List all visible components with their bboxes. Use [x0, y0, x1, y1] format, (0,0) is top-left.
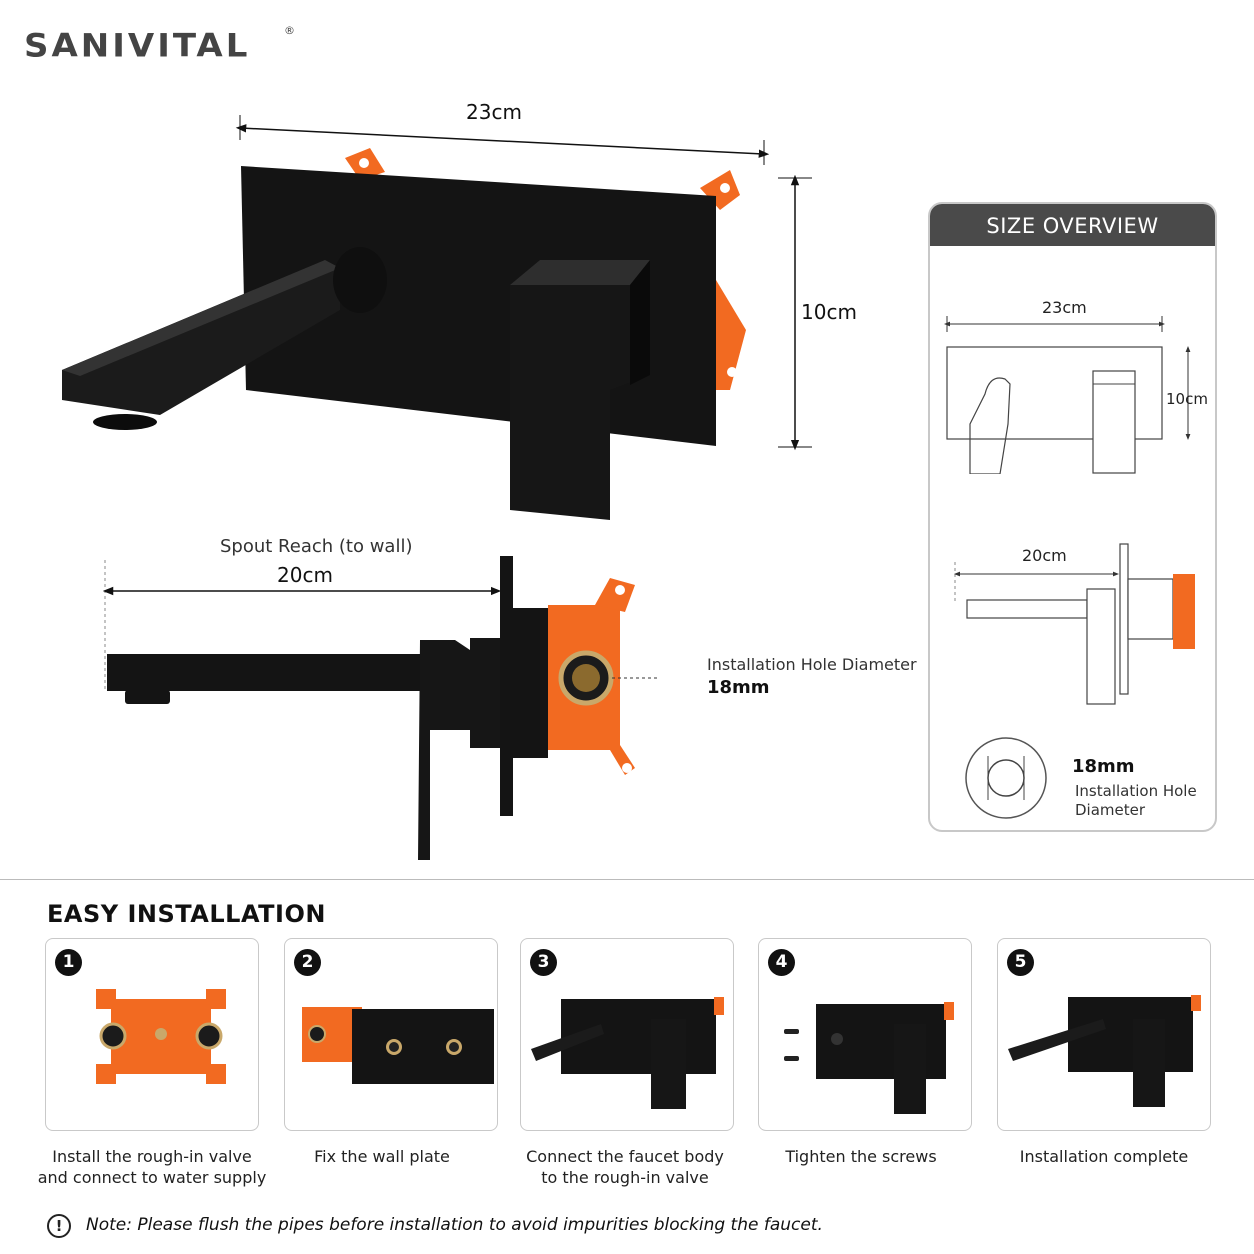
overview-reach-label: 20cm [1022, 546, 1067, 565]
width-dimension-label: 23cm [466, 100, 522, 124]
step-number-5: 5 [1007, 949, 1034, 976]
wall-plate-image [302, 1007, 494, 1084]
overview-hole-value: 18mm [1072, 756, 1135, 777]
step-number-3: 3 [530, 949, 557, 976]
spout-reach-title: Spout Reach (to wall) [220, 536, 413, 557]
rough-in-valve-image [96, 989, 226, 1084]
front-view-illustration [62, 115, 812, 520]
step-card-1: 1 [45, 938, 259, 1131]
lever-handle [510, 260, 650, 520]
step-caption-2: Fix the wall plate [314, 1147, 450, 1166]
side-view-illustration [102, 556, 660, 860]
step-number-4: 4 [768, 949, 795, 976]
faucet-body-image [531, 997, 724, 1109]
overview-height-label: 10cm [1166, 390, 1208, 408]
hole-diameter-value: 18mm [707, 677, 770, 698]
installation-complete-image [1008, 995, 1201, 1107]
hole-diameter-icon [965, 737, 1047, 819]
size-overview-title: SIZE OVERVIEW [930, 204, 1215, 246]
step-card-4: 4 [758, 938, 972, 1131]
width-dimension-line [235, 124, 770, 158]
rough-in-body [513, 608, 548, 758]
step-number-1: 1 [55, 949, 82, 976]
overview-hole-line1: Installation Hole [1075, 782, 1197, 800]
spout [62, 260, 340, 415]
spout-reach-value: 20cm [277, 563, 333, 587]
registered-mark: ® [284, 24, 295, 37]
side-wall-plate [500, 556, 513, 816]
installation-note: Note: Please flush the pipes before inst… [86, 1215, 823, 1235]
section-divider [0, 879, 1254, 880]
step-caption-4: Tighten the screws [785, 1147, 937, 1166]
overview-width-label: 23cm [1042, 298, 1087, 317]
step-caption-3: Connect the faucet body to the rough-in … [526, 1147, 724, 1187]
step-card-3: 3 [520, 938, 734, 1131]
step-caption-1: Install the rough-in valve and connect t… [37, 1147, 267, 1187]
hole-diameter-label: Installation Hole Diameter [707, 655, 917, 674]
step-number-2: 2 [294, 949, 321, 976]
overview-hole-line2: Diameter [1075, 801, 1146, 819]
exclamation-icon: ! [47, 1214, 71, 1238]
step-card-5: 5 [997, 938, 1211, 1131]
size-overview-panel: SIZE OVERVIEW 23cm 10cm 20cm [928, 202, 1217, 832]
screws-image [784, 1002, 954, 1114]
installation-title: EASY INSTALLATION [47, 900, 326, 928]
step-card-2: 2 [284, 938, 498, 1131]
brand-logo: SANIVITAL [24, 27, 251, 65]
step-caption-5: Installation complete [1019, 1147, 1189, 1166]
side-spout [107, 654, 422, 691]
overview-side-sketch [954, 543, 1195, 705]
rough-in-ear-top-right [700, 170, 740, 210]
height-dimension-label: 10cm [801, 300, 857, 324]
overview-front-sketch [944, 316, 1191, 474]
